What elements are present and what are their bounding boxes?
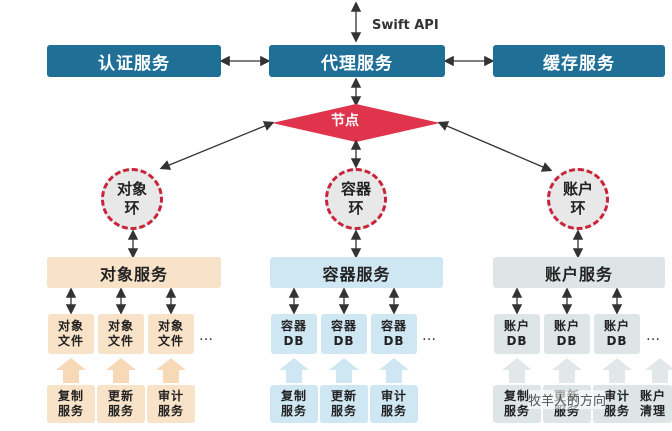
account-db: 账户 DB <box>594 314 640 354</box>
container-worker-arrows <box>279 358 409 383</box>
node-diamond <box>272 104 440 142</box>
proxy-service: 代理服务 <box>269 45 445 77</box>
container-db: 容器 DB <box>371 314 417 354</box>
container-ring: 容器 环 <box>325 168 387 230</box>
audit-service: 审计 服务 <box>370 385 418 423</box>
container-service: 容器服务 <box>270 257 443 288</box>
replication-service: 复制 服务 <box>270 385 318 423</box>
container-dbs-ellipsis: … <box>422 328 437 344</box>
object-files-ellipsis: … <box>199 328 214 344</box>
container-db: 容器 DB <box>321 314 367 354</box>
account-service: 账户服务 <box>493 257 665 288</box>
node-account-ring-connector <box>437 121 553 172</box>
replication-service: 复制 服务 <box>47 385 95 423</box>
account-reaper-service: 账户 清理 <box>637 385 672 423</box>
auth-service: 认证服务 <box>47 45 221 77</box>
object-service: 对象服务 <box>47 257 221 288</box>
node-object-ring-connector <box>159 121 275 170</box>
cache-service: 缓存服务 <box>493 45 665 77</box>
object-file: 对象 文件 <box>148 314 194 354</box>
object-worker-arrows <box>56 358 186 383</box>
watermark: 牧羊人的方向 <box>528 390 607 409</box>
object-ring: 对象 环 <box>101 168 163 230</box>
container-db: 容器 DB <box>271 314 317 354</box>
account-db: 账户 DB <box>544 314 590 354</box>
audit-service: 审计 服务 <box>147 385 195 423</box>
update-service: 更新 服务 <box>97 385 145 423</box>
account-worker-arrows <box>502 358 672 383</box>
object-file: 对象 文件 <box>48 314 94 354</box>
node-label: 节点 <box>331 113 359 129</box>
service-item-connectors <box>65 287 623 315</box>
swift-api-label: Swift API <box>372 18 439 33</box>
account-dbs-ellipsis: … <box>646 328 661 344</box>
update-service: 更新 服务 <box>320 385 368 423</box>
object-file: 对象 文件 <box>98 314 144 354</box>
account-ring: 账户 环 <box>547 168 609 230</box>
account-db: 账户 DB <box>494 314 540 354</box>
